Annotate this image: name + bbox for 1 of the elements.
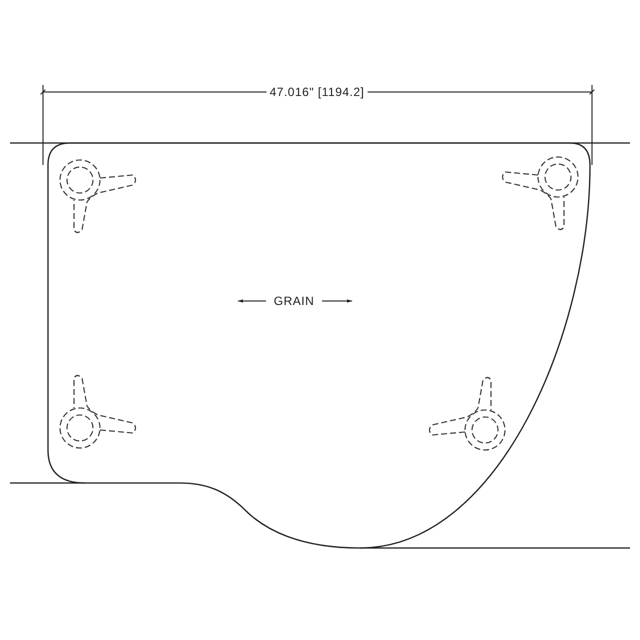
dimension-text: 47.016" [1194.2] bbox=[266, 85, 368, 99]
